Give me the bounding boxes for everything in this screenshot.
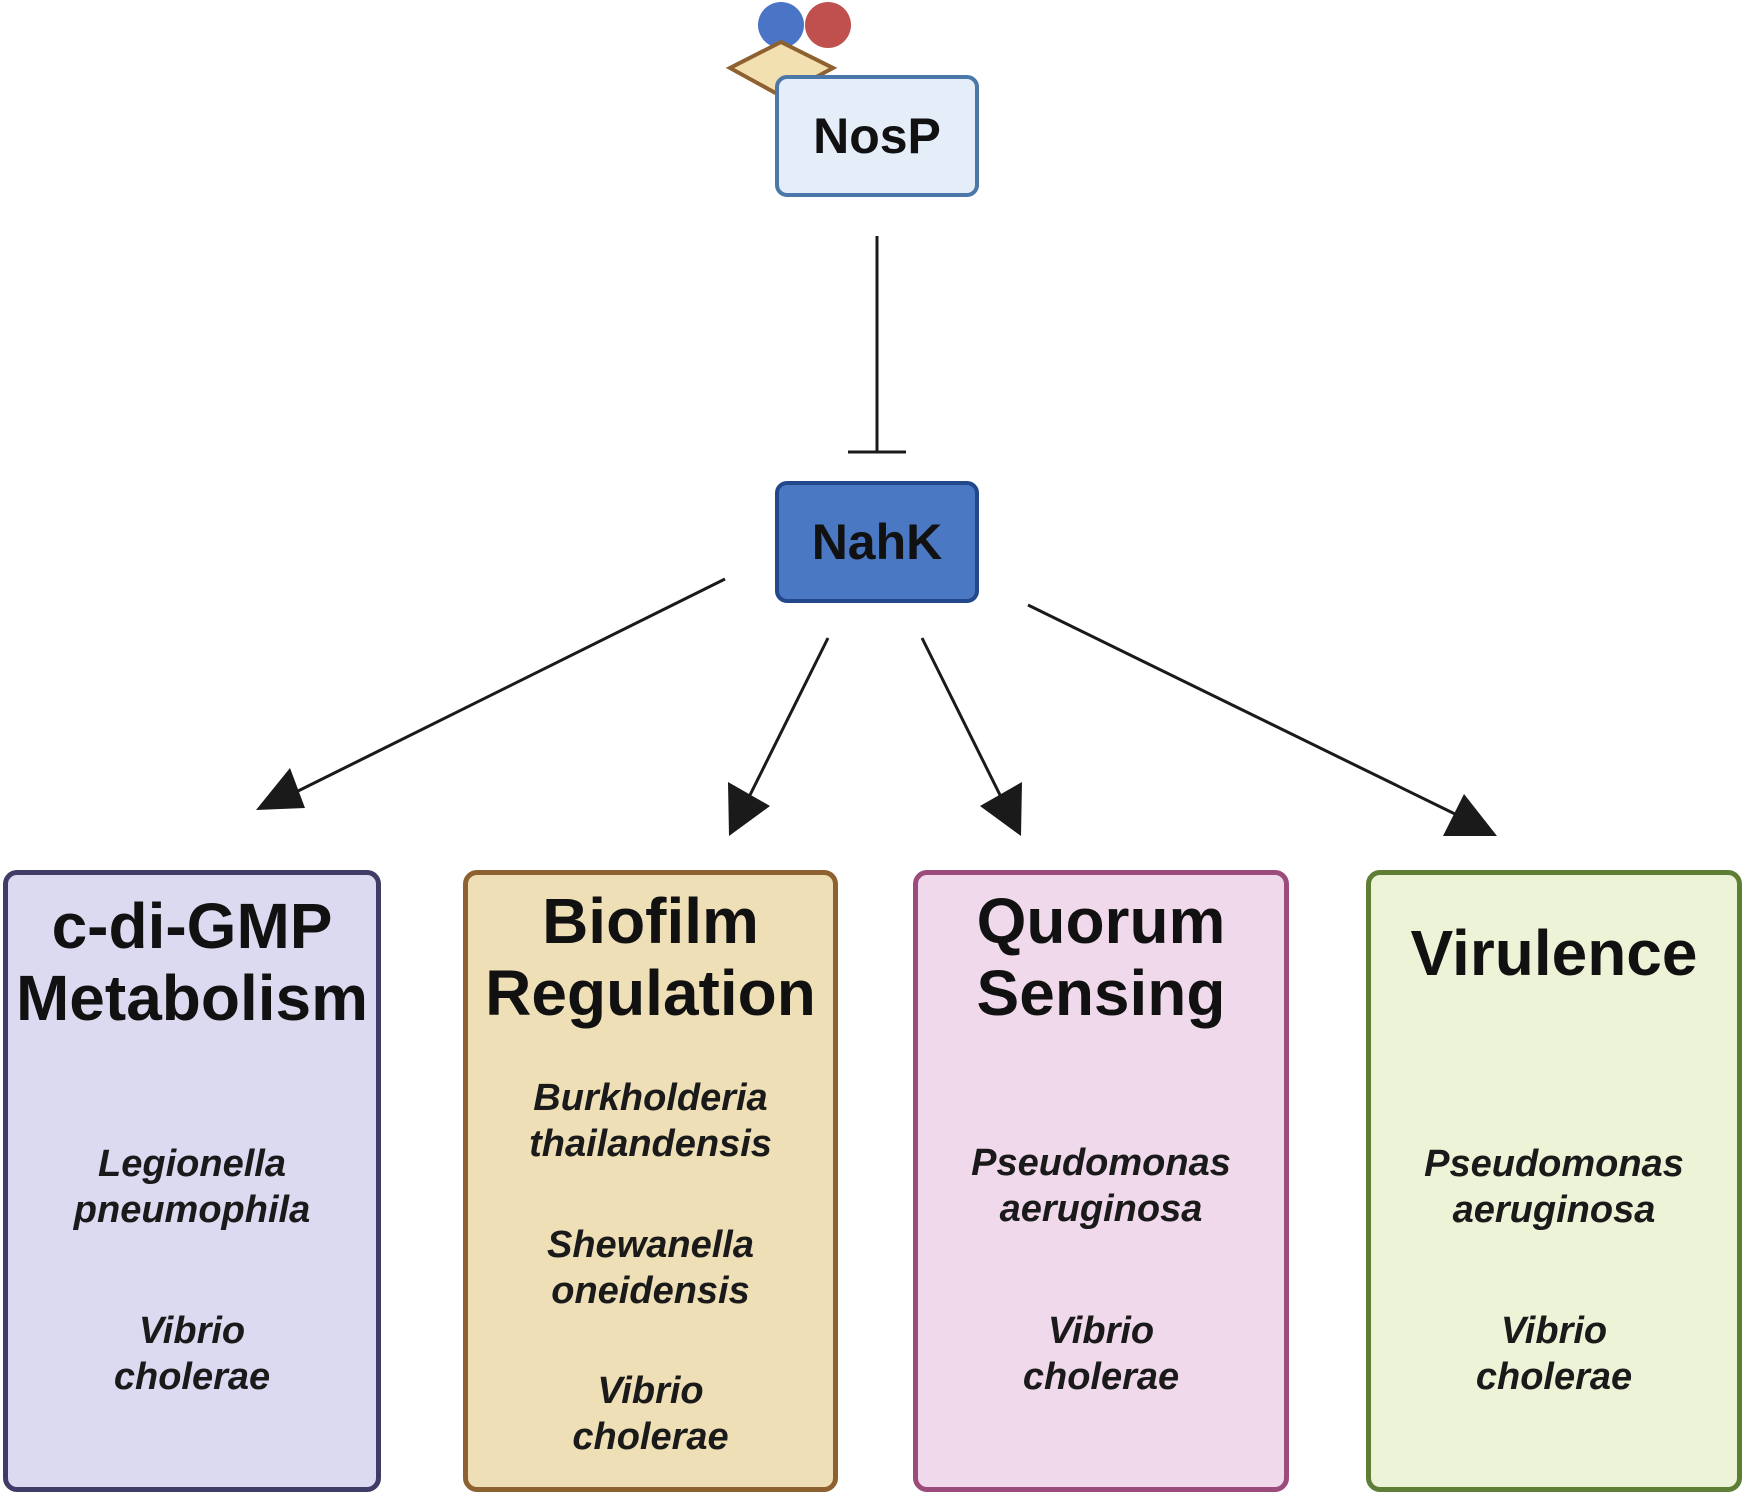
species-epithet: cholerae — [113, 1356, 271, 1398]
arrow-to-biofilm — [728, 637, 830, 836]
box-title-line: Sensing — [976, 957, 1226, 1029]
box-title: Quorum Sensing — [918, 885, 1284, 1029]
species-epithet: cholerae — [1022, 1356, 1180, 1398]
species-genus: Vibrio — [138, 1310, 246, 1352]
species-entry: Burkholderia thailandensis — [468, 1075, 833, 1167]
species-entry: Vibrio cholerae — [918, 1308, 1284, 1400]
species-genus: Pseudomonas — [1424, 1143, 1684, 1185]
box-title: Virulence — [1371, 917, 1737, 989]
species-entry: Vibrio cholerae — [1371, 1308, 1737, 1400]
species-genus: Vibrio — [1047, 1310, 1155, 1352]
nahk-node: NahK — [775, 481, 979, 603]
species-genus: Pseudomonas — [971, 1142, 1231, 1184]
box-title: c-di-GMP Metabolism — [8, 890, 376, 1034]
box-cdigmp-metabolism: c-di-GMP Metabolism Legionella pneumophi… — [3, 870, 381, 1492]
species-genus: Shewanella — [547, 1224, 754, 1266]
box-title-line: Quorum — [976, 885, 1226, 957]
box-title-line: Biofilm — [542, 885, 759, 957]
species-entry: Shewanella oneidensis — [468, 1222, 833, 1314]
box-title-line: c-di-GMP — [51, 890, 333, 962]
nosp-node: NosP — [775, 75, 979, 197]
species-genus: Vibrio — [1500, 1310, 1608, 1352]
species-entry: Vibrio cholerae — [8, 1308, 376, 1400]
species-entry: Legionella pneumophila — [8, 1141, 376, 1233]
species-genus: Vibrio — [597, 1370, 704, 1412]
species-entry: Pseudomonas aeruginosa — [918, 1140, 1284, 1232]
box-quorum-sensing: Quorum Sensing Pseudomonas aeruginosa Vi… — [913, 870, 1289, 1492]
species-genus: Legionella — [98, 1143, 286, 1185]
nosp-label: NosP — [813, 108, 941, 164]
species-entry: Vibrio cholerae — [468, 1368, 833, 1460]
nahk-label: NahK — [811, 514, 943, 570]
ligand-blue-icon — [758, 2, 804, 48]
box-title-line: Metabolism — [15, 962, 369, 1034]
box-virulence: Virulence Pseudomonas aeruginosa Vibrio … — [1366, 870, 1742, 1492]
species-epithet: aeruginosa — [999, 1188, 1203, 1230]
box-title-line: Regulation — [485, 957, 816, 1029]
box-title: Biofilm Regulation — [468, 885, 833, 1029]
box-biofilm-regulation: Biofilm Regulation Burkholderia thailand… — [463, 870, 838, 1492]
species-epithet: cholerae — [572, 1416, 729, 1458]
ligand-red-icon — [805, 2, 851, 48]
species-epithet: thailandensis — [529, 1123, 772, 1165]
box-title-line: Virulence — [1410, 917, 1698, 989]
arrow-to-cdigmp — [256, 577, 726, 810]
species-epithet: pneumophila — [73, 1189, 311, 1231]
species-genus: Burkholderia — [533, 1077, 768, 1119]
arrow-to-quorum — [920, 637, 1022, 836]
species-epithet: oneidensis — [551, 1270, 750, 1312]
species-epithet: cholerae — [1475, 1356, 1633, 1398]
species-entry: Pseudomonas aeruginosa — [1371, 1141, 1737, 1233]
species-epithet: aeruginosa — [1452, 1189, 1656, 1231]
arrow-to-virulence — [1027, 603, 1497, 836]
